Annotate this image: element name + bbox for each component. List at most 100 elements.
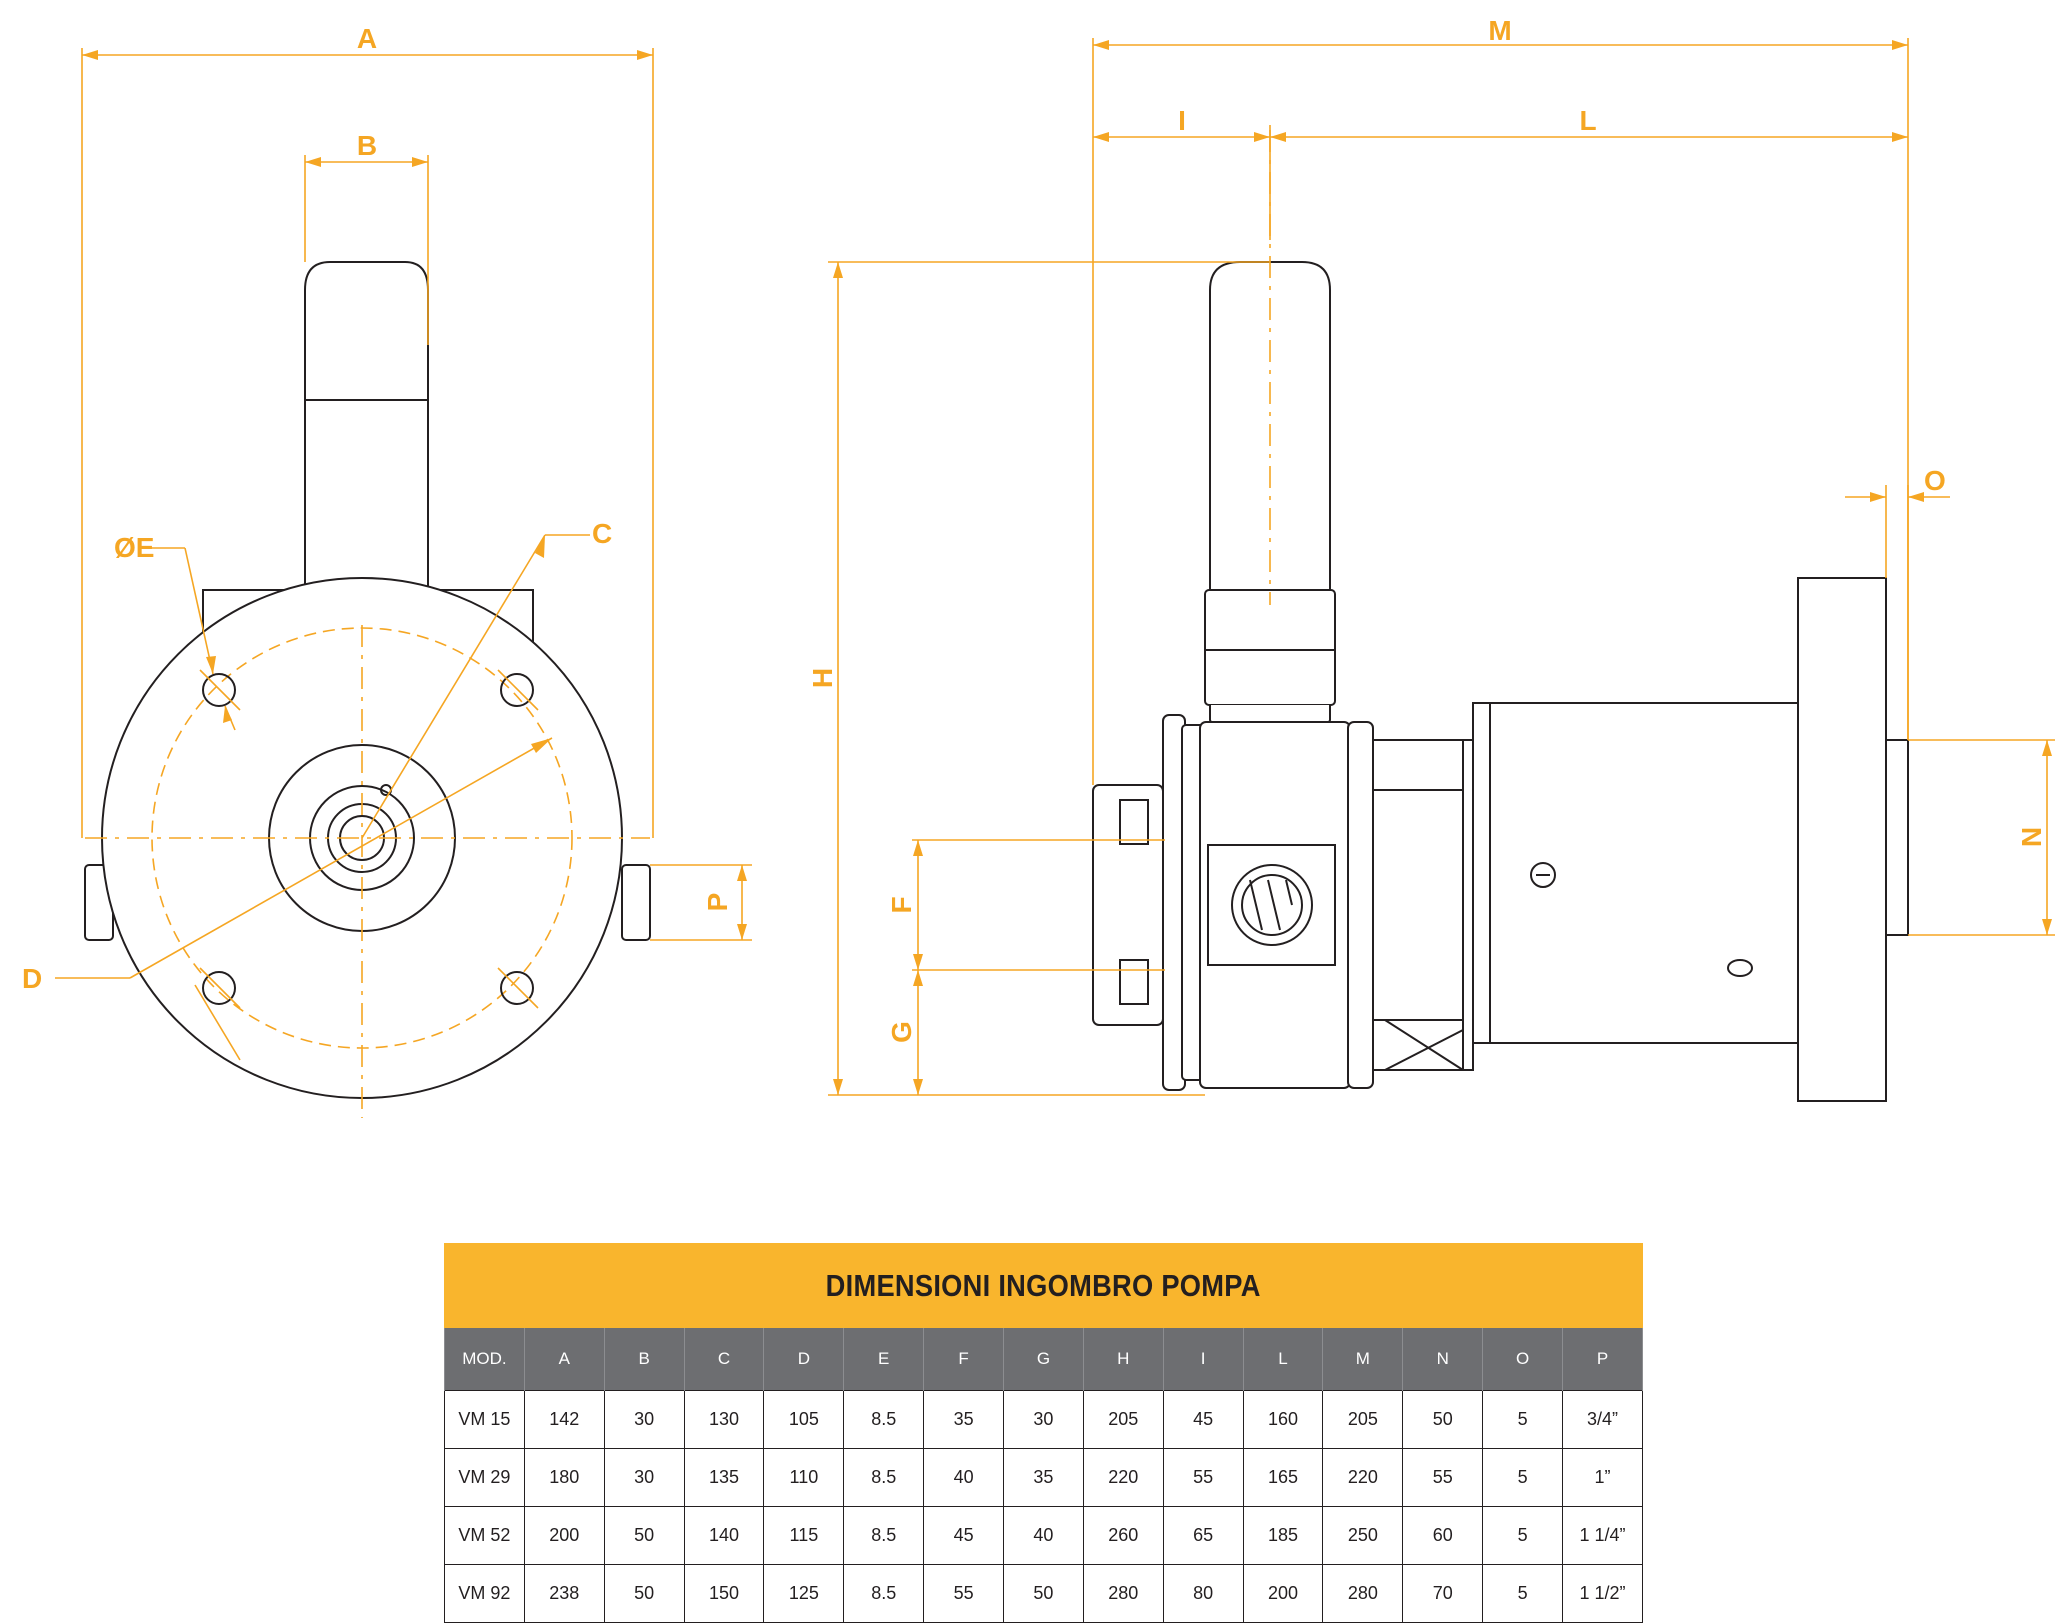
table-cell: 185 — [1242, 1506, 1324, 1565]
dim-label-i: I — [1178, 105, 1186, 136]
header-cell: I — [1162, 1328, 1244, 1391]
header-cell: MOD. — [444, 1328, 525, 1391]
table-cell: VM 52 — [444, 1506, 525, 1565]
table-cell: 8.5 — [843, 1506, 925, 1565]
dim-label-l: L — [1579, 105, 1596, 136]
dim-label-m: M — [1488, 15, 1511, 46]
table-cell: 220 — [1322, 1448, 1404, 1507]
side-view — [1092, 130, 1909, 1102]
dim-label-o: O — [1924, 465, 1946, 496]
dim-label-d: D — [22, 963, 42, 994]
dim-label-h: H — [807, 668, 838, 688]
table-row: VM 92 238 50 150 125 8.5 55 50 280 80 20… — [444, 1564, 1643, 1623]
table-cell: 30 — [603, 1448, 685, 1507]
table-cell: 3/4” — [1562, 1390, 1643, 1449]
table-cell: 5 — [1482, 1390, 1564, 1449]
table-cell: 250 — [1322, 1506, 1404, 1565]
table-cell: 200 — [523, 1506, 605, 1565]
table-cell: 165 — [1242, 1448, 1324, 1507]
dim-label-e: ØE — [114, 532, 154, 563]
dim-label-n: N — [2016, 827, 2047, 847]
table-cell: 55 — [1162, 1448, 1244, 1507]
table-cell: 110 — [763, 1448, 845, 1507]
table-header-row: MOD. A B C D E F G H I L M N O P — [444, 1328, 1643, 1391]
header-cell: O — [1482, 1328, 1564, 1391]
table-cell: 5 — [1482, 1448, 1564, 1507]
table-cell: 8.5 — [843, 1448, 925, 1507]
front-view — [84, 261, 651, 1118]
table-cell: 30 — [603, 1390, 685, 1449]
table-cell: 35 — [1003, 1448, 1084, 1507]
dim-label-f: F — [886, 896, 917, 913]
header-cell: C — [683, 1328, 765, 1391]
table-cell: 205 — [1322, 1390, 1404, 1449]
table-cell: 220 — [1082, 1448, 1164, 1507]
table-row: VM 52 200 50 140 115 8.5 45 40 260 65 18… — [444, 1506, 1643, 1565]
header-cell: M — [1322, 1328, 1404, 1391]
table-cell: 8.5 — [843, 1564, 925, 1623]
table-cell: 200 — [1242, 1564, 1324, 1623]
table-cell: 40 — [923, 1448, 1005, 1507]
table-cell: 125 — [763, 1564, 845, 1623]
table-cell: 30 — [1003, 1390, 1084, 1449]
table-cell: 1” — [1562, 1448, 1643, 1507]
dim-label-p: P — [702, 893, 733, 912]
table-cell: 150 — [683, 1564, 765, 1623]
side-view-dimensions: M I L H F G O — [807, 15, 2055, 1096]
table-cell: 50 — [603, 1506, 685, 1565]
table-cell: 50 — [603, 1564, 685, 1623]
front-view-dimensions: A B C D ØE P — [22, 23, 752, 1061]
dim-label-g: G — [886, 1021, 917, 1043]
table-cell: 105 — [763, 1390, 845, 1449]
table-row: VM 29 180 30 135 110 8.5 40 35 220 55 16… — [444, 1448, 1643, 1507]
dimensions-grid: MOD. A B C D E F G H I L M N O P VM 15 1… — [444, 1328, 1643, 1623]
table-cell: 238 — [523, 1564, 605, 1623]
table-row: VM 15 142 30 130 105 8.5 35 30 205 45 16… — [444, 1390, 1643, 1449]
table-cell: 55 — [1402, 1448, 1484, 1507]
technical-drawing: A B C D ØE P — [22, 15, 2055, 1118]
table-cell: 65 — [1162, 1506, 1244, 1565]
table-cell: 115 — [763, 1506, 845, 1565]
table-cell: 5 — [1482, 1506, 1564, 1565]
table-cell: 45 — [923, 1506, 1005, 1565]
table-cell: 130 — [683, 1390, 765, 1449]
header-cell: E — [843, 1328, 925, 1391]
dim-label-b: B — [357, 130, 377, 161]
table-cell: 55 — [923, 1564, 1005, 1623]
table-cell: 280 — [1322, 1564, 1404, 1623]
table-title: DIMENSIONI INGOMBRO POMPA — [825, 1267, 1261, 1303]
header-cell: D — [763, 1328, 845, 1391]
header-cell: A — [523, 1328, 605, 1391]
table-cell: 70 — [1402, 1564, 1484, 1623]
table-cell: 160 — [1242, 1390, 1324, 1449]
table-cell: 40 — [1003, 1506, 1084, 1565]
header-cell: F — [923, 1328, 1005, 1391]
table-cell: 260 — [1082, 1506, 1164, 1565]
table-cell: 205 — [1082, 1390, 1164, 1449]
table-cell: 50 — [1003, 1564, 1084, 1623]
header-cell: P — [1562, 1328, 1643, 1391]
table-cell: 280 — [1082, 1564, 1164, 1623]
table-cell: 140 — [683, 1506, 765, 1565]
table-cell: 135 — [683, 1448, 765, 1507]
header-cell: B — [603, 1328, 685, 1391]
dim-label-c: C — [592, 518, 612, 549]
table-cell: 1 1/2” — [1562, 1564, 1643, 1623]
table-cell: 8.5 — [843, 1390, 925, 1449]
table-cell: VM 29 — [444, 1448, 525, 1507]
dim-label-a: A — [357, 23, 377, 54]
table-cell: 180 — [523, 1448, 605, 1507]
table-cell: 142 — [523, 1390, 605, 1449]
table-cell: 80 — [1162, 1564, 1244, 1623]
header-cell: L — [1242, 1328, 1324, 1391]
table-cell: 35 — [923, 1390, 1005, 1449]
table-cell: VM 15 — [444, 1390, 525, 1449]
header-cell: H — [1082, 1328, 1164, 1391]
table-cell: 1 1/4” — [1562, 1506, 1643, 1565]
table-title-band: DIMENSIONI INGOMBRO POMPA — [444, 1243, 1643, 1328]
table-cell: VM 92 — [444, 1564, 525, 1623]
table-cell: 50 — [1402, 1390, 1484, 1449]
header-cell: G — [1003, 1328, 1084, 1391]
table-cell: 60 — [1402, 1506, 1484, 1565]
header-cell: N — [1402, 1328, 1484, 1391]
